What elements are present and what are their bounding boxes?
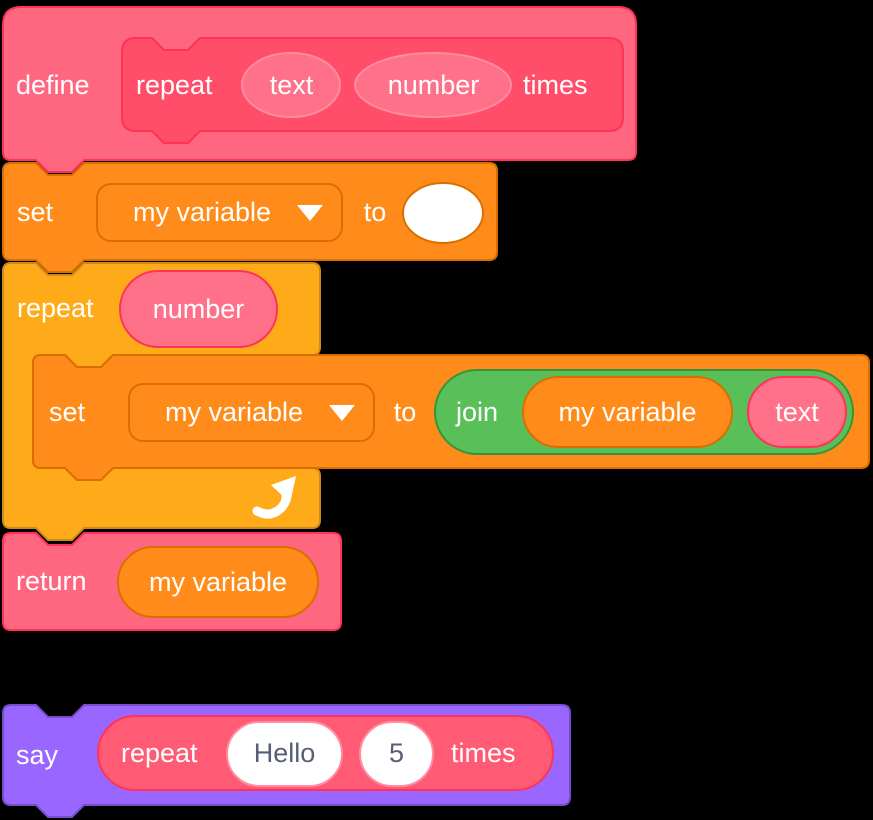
variable-dropdown-2[interactable] <box>128 383 375 442</box>
my-variable-reporter-join[interactable] <box>522 376 733 448</box>
number-input-5[interactable] <box>359 721 434 787</box>
prototype-param-number[interactable] <box>354 52 512 118</box>
number-argument-reporter[interactable] <box>119 270 278 348</box>
dropdown-arrow-icon[interactable] <box>297 205 323 221</box>
value-input-empty[interactable] <box>402 182 484 244</box>
my-variable-reporter-return[interactable] <box>117 546 319 618</box>
prototype-param-text[interactable] <box>241 52 341 118</box>
variable-dropdown-1[interactable] <box>96 183 343 242</box>
loop-arrow-icon <box>252 476 296 519</box>
text-argument-reporter[interactable] <box>747 376 847 448</box>
dropdown-arrow-icon[interactable] <box>329 405 355 421</box>
text-input-hello[interactable] <box>226 721 343 787</box>
